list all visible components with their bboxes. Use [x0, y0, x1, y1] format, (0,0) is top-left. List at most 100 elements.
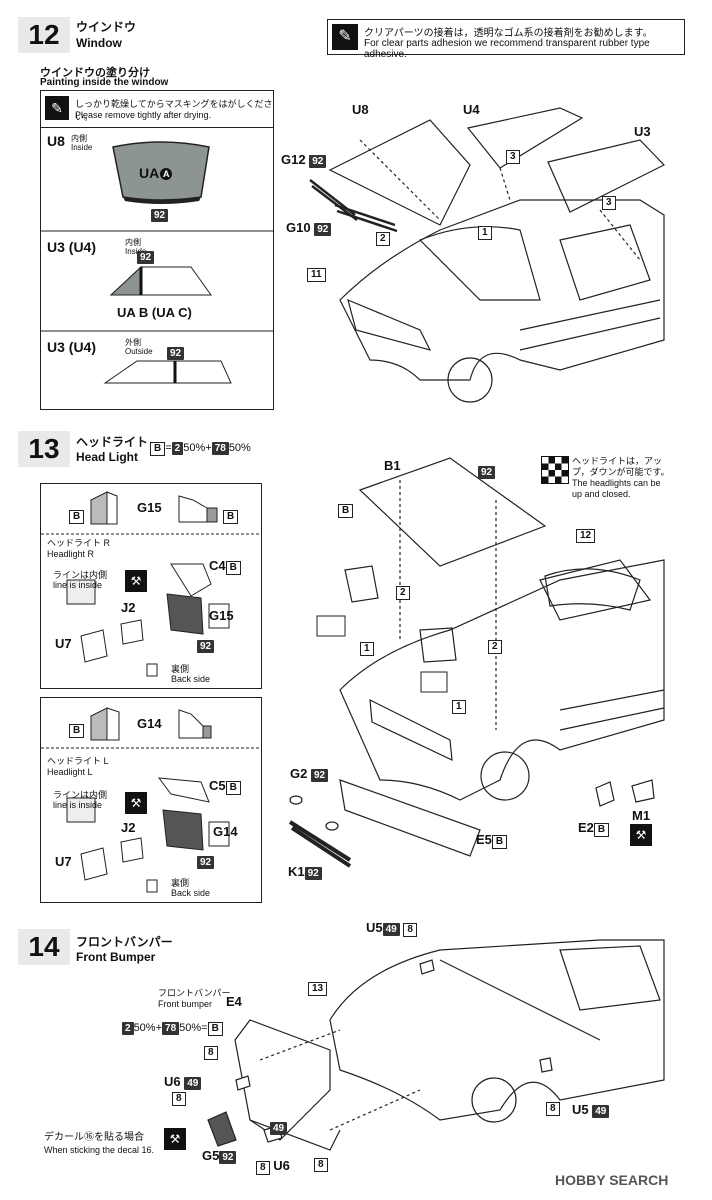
formula-end: 50%	[228, 442, 251, 454]
u8-label: U8	[47, 133, 65, 149]
step-12-title-en: Window	[76, 36, 122, 50]
decal-icon: ⚒	[164, 1128, 186, 1150]
paint-brush-icon: ⚒	[125, 570, 147, 592]
l-line-inside-en: line is inside	[53, 800, 103, 810]
r-line-inside-jp: ラインは内側	[53, 570, 108, 580]
headlight-l-drawing	[41, 707, 261, 893]
part-g15-r: G15	[209, 608, 234, 623]
decal-note-en: When sticking the decal 16.	[44, 1145, 155, 1155]
part-u7-r: U7	[55, 636, 72, 651]
adhesive-note-jp: クリアパーツの接着は，透明なゴム系の接着剤をお勧めします。	[364, 28, 653, 39]
color-92-u8: 92	[151, 209, 169, 222]
headlight-r-en: Headlight R	[47, 549, 95, 559]
part-g2: G2 92	[290, 766, 329, 782]
r-line-inside-en: line is inside	[53, 580, 103, 590]
color-8-d: 8	[546, 1102, 560, 1116]
u6-right-color-49: 49	[270, 1122, 288, 1135]
b-formula-mid: 50%+	[133, 1022, 163, 1034]
l-line-inside-jp: ラインは内側	[53, 790, 108, 800]
glue-ref-13-1a: 1	[360, 642, 374, 656]
u5-top-color-8: 8	[403, 923, 417, 937]
b-formula-color-2: 2	[122, 1022, 134, 1035]
part-u6-left: U6 49	[164, 1074, 202, 1090]
u5-right-color-49: 49	[592, 1105, 610, 1118]
part-u4: U4	[463, 102, 480, 117]
bumper-label-en: Front bumper	[158, 999, 213, 1009]
part-g12: G12 92	[281, 152, 327, 168]
step-13-title-jp: ヘッドライト	[76, 435, 149, 449]
u3u4-outside-label: U3 (U4)	[47, 339, 97, 355]
part-j2-l: J2	[121, 820, 136, 835]
headlight-l-en: Headlight L	[47, 767, 93, 777]
b-formula-color-78: 78	[162, 1022, 180, 1035]
part-b: B	[338, 504, 354, 518]
paint-title-jp: ウインドウの塗り分け	[40, 67, 150, 79]
color-8-c: 8	[314, 1158, 328, 1172]
adhesive-note-box: ✎ クリアパーツの接着は，透明なゴム系の接着剤をお勧めします。 For clea…	[327, 19, 685, 60]
glue-icon: ✎	[332, 24, 358, 50]
glue-ref-2: 2	[376, 232, 390, 246]
part-u3: U3	[634, 124, 651, 139]
u5-top-color-49: 49	[382, 923, 400, 936]
k1-color-92: 92	[304, 867, 322, 880]
part-g10: G10 92	[286, 220, 332, 236]
part-j2-r: J2	[121, 600, 136, 615]
step-12-title-jp: ウインドウ	[76, 20, 137, 34]
updown-icon	[541, 456, 569, 484]
u6-right-color-8: 8	[256, 1161, 270, 1175]
paint-title-en: Painting inside the window	[40, 77, 169, 88]
ref-step-12: 12	[576, 529, 596, 543]
part-g14: G14	[137, 716, 162, 731]
updown-note-jp: ヘッドライトは，アップ，ダウンが可能です。	[572, 456, 670, 477]
part-g15: G15	[137, 500, 162, 515]
step-14-title-en: Front Bumper	[76, 950, 156, 964]
glue-ref-3b: 3	[602, 196, 616, 210]
part-m1: M1	[632, 808, 651, 823]
b-formula-b: B	[207, 1022, 223, 1036]
l-b-left: B	[69, 724, 85, 738]
g2-color-92: 92	[310, 769, 329, 782]
l-back-en: Back side	[171, 888, 211, 898]
u8-side-jp: 内側	[71, 134, 87, 143]
decal-note-jp: デカール⑯を貼る場合	[44, 1132, 144, 1143]
part-b1: B1	[384, 458, 401, 473]
formula-b: B	[150, 442, 166, 456]
paint-brush-icon: ⚒	[630, 824, 652, 846]
u6-left-color-49: 49	[184, 1077, 202, 1090]
u8-side-en: Inside	[71, 143, 93, 152]
u3u4-inside-en: Inside	[125, 247, 147, 256]
formula-eq: =	[165, 442, 172, 454]
glue-ref-3a: 3	[506, 150, 520, 164]
ref-step-11: 11	[307, 268, 326, 282]
color-92-u3-inside: 92	[137, 251, 155, 264]
r-b-right: B	[223, 510, 239, 524]
mask-note-en: Please remove tightly after drying.	[75, 110, 212, 120]
e5-b: B	[491, 835, 508, 849]
mask-note: ✎ しっかり乾燥してからマスキングをはがしください。 Please remove…	[41, 91, 273, 128]
c4-b: B	[225, 561, 241, 575]
step-14-number: 14	[18, 929, 70, 965]
bumper-label-jp: フロントバンパー	[158, 988, 231, 998]
glue-ref-1: 1	[478, 226, 492, 240]
watermark-logo: HOBBY SEARCH	[555, 1172, 669, 1188]
formula-color-2: 2	[171, 442, 184, 455]
u3u4-inside-label: U3 (U4)	[47, 239, 97, 255]
formula-mid: 50%+	[183, 442, 212, 454]
ua-a-mark: A	[160, 168, 173, 181]
part-u6-right: 8 U6	[256, 1158, 290, 1175]
r-b-left: B	[69, 510, 85, 524]
glue-ref-13-2a: 2	[396, 586, 410, 600]
color-92-u3-outside: 92	[167, 347, 185, 360]
part-u8: U8	[352, 102, 369, 117]
part-e4: E4	[226, 994, 242, 1009]
uab-uac-label: UA B (UA C)	[117, 305, 192, 320]
